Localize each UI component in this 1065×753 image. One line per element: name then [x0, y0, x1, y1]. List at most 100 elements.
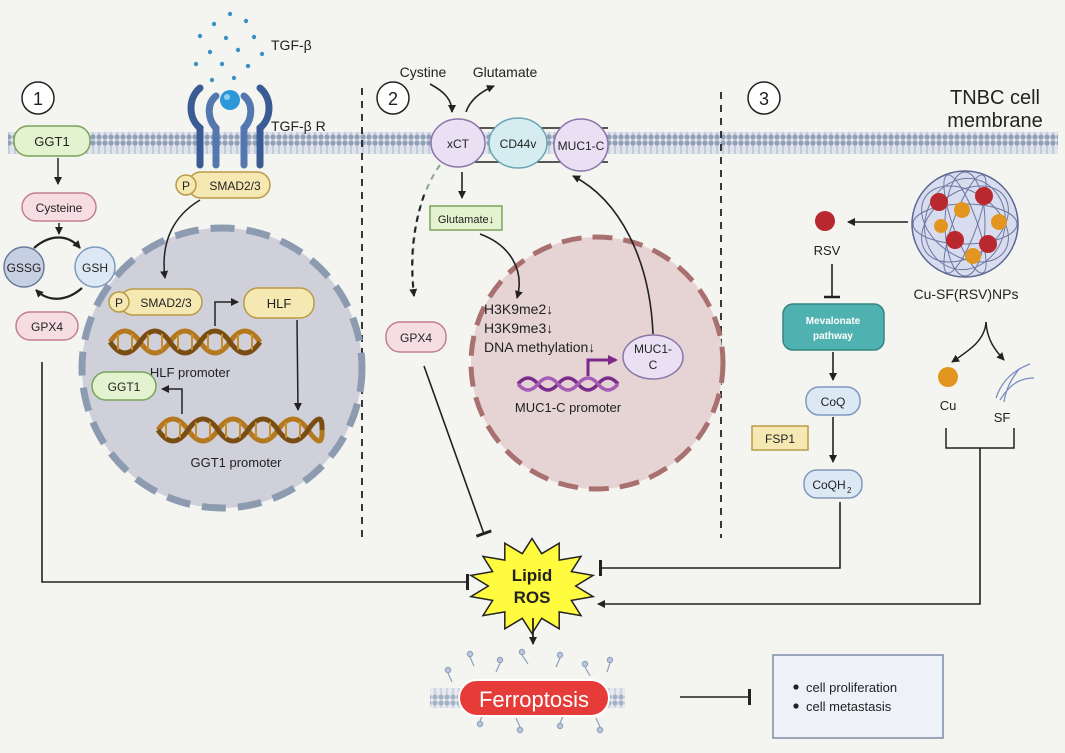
coqh2-subscript: 2 — [847, 486, 852, 495]
bullet-2 — [793, 703, 799, 709]
gsh-label: GSH — [82, 261, 108, 275]
coqh2-label: CoQH — [812, 478, 845, 492]
svg-text:P: P — [115, 296, 123, 310]
lipid-ros-burst — [468, 537, 596, 635]
phospho-nucleus — [108, 291, 130, 313]
nucleus-panel2 — [468, 234, 726, 492]
tgf-beta-receptor-label: TGF-β R — [271, 118, 326, 134]
outcome-metastasis: cell metastasis — [806, 699, 892, 714]
ggt1-promoter-dna — [155, 416, 325, 444]
cd44v-protein — [488, 117, 548, 169]
arrow-muc1c-membrane — [572, 175, 654, 335]
arrow-cu-sf-lipid-ros — [597, 448, 981, 608]
svg-text:3: 3 — [759, 89, 769, 109]
membrane-label-line2: membrane — [947, 110, 1043, 132]
ferroptosis-label: Ferroptosis — [479, 687, 589, 712]
arrow-np-cu — [951, 321, 987, 363]
cysteine-box — [21, 192, 97, 222]
xct-transporter — [430, 118, 486, 168]
mevalonate-pathway-box — [782, 303, 885, 351]
tgf-beta-particles — [193, 11, 265, 83]
gsh-circle — [74, 246, 116, 288]
svg-text:P: P — [182, 179, 190, 193]
rsv-particle — [815, 211, 835, 231]
ferroptosis-box — [458, 679, 610, 717]
bullet-1 — [793, 684, 799, 690]
coq-box — [805, 386, 861, 416]
arrow-glutamate-epigenetic — [479, 233, 523, 299]
dna-methylation-label: DNA methylation↓ — [484, 339, 595, 355]
smad23-nucleus-label: SMAD2/3 — [140, 296, 192, 310]
cysteine-label: Cysteine — [36, 201, 83, 215]
phospho-membrane — [175, 174, 197, 196]
muc1c-promoter-dna — [516, 376, 620, 392]
arrow-gsh-gssg — [35, 287, 83, 300]
cystine-label: Cystine — [400, 64, 447, 80]
sf-fibers — [995, 363, 1035, 403]
arrow-ggt1-promoter-ggt1 — [161, 385, 183, 414]
outcomes-box — [772, 654, 944, 739]
muc1c-nucleus-line2: C — [649, 358, 658, 372]
membrane-label-line1: TNBC cell — [950, 87, 1040, 109]
muc1c-nucleus-protein — [622, 334, 684, 380]
section-number-2: 2 — [376, 81, 410, 115]
smad23-membrane-label: SMAD2/3 — [209, 179, 261, 193]
rsv-label: RSV — [814, 243, 841, 258]
tgf-beta-label: TGF-β — [271, 37, 312, 53]
muc1c-promoter-label: MUC1-C promoter — [515, 400, 622, 415]
cu-sf-rsv-nanoparticle — [911, 170, 1019, 278]
arrow-cystine-in — [429, 83, 456, 113]
arrow-glutamate-out — [465, 85, 495, 113]
mevalonate-line2: pathway — [813, 331, 853, 342]
muc1c-nucleus-line1: MUC1- — [634, 342, 672, 356]
fsp1-box — [751, 425, 809, 451]
tgf-beta-receptor — [187, 84, 273, 169]
gpx4-box-left — [15, 311, 79, 341]
gssg-circle — [3, 246, 45, 288]
dashed-xct-gpx4-a — [411, 164, 441, 295]
gpx4-middle-label: GPX4 — [400, 331, 432, 345]
section-number-1: 1 — [21, 81, 55, 115]
dashed-arrow-xct-gpx4 — [409, 194, 425, 297]
muc1c-transcription-arrow — [586, 355, 618, 376]
hlf-promoter-dna — [107, 328, 263, 356]
arrow-np-sf — [985, 321, 1005, 361]
hlf-promoter-label: HLF promoter — [150, 365, 231, 380]
section-number-3: 3 — [747, 81, 781, 115]
ggt1-nucleus-label: GGT1 — [108, 380, 141, 394]
gpx4-left-label: GPX4 — [31, 320, 63, 334]
ggt1-nucleus-box — [91, 371, 157, 401]
ggt1-membrane-label: GGT1 — [34, 134, 69, 149]
cd44v-label: CD44v — [500, 137, 537, 151]
arrow-smad-nucleus — [160, 199, 201, 279]
cu-particle — [938, 367, 958, 387]
mevalonate-line1: Mevalonate — [806, 316, 861, 327]
outcome-proliferation: cell proliferation — [806, 680, 897, 695]
arrow-gssg-gsh — [33, 236, 81, 249]
cu-label: Cu — [940, 398, 957, 413]
glutamate-down-box — [429, 205, 503, 231]
h3k9me3-label: H3K9me3↓ — [484, 320, 553, 336]
ggt1-promoter-label: GGT1 promoter — [190, 455, 282, 470]
arrow-hlf-ggt1-promoter — [293, 319, 302, 411]
lipid-ros-line1: Lipid — [512, 566, 553, 585]
xct-label: xCT — [447, 137, 470, 151]
coq-label: CoQ — [821, 395, 846, 409]
nanoparticle-label: Cu-SF(RSV)NPs — [913, 286, 1018, 302]
gssg-label: GSSG — [7, 261, 42, 275]
hlf-label: HLF — [267, 296, 292, 311]
inhibit-coqh2-lipid-ros — [599, 502, 841, 576]
h3k9me2-label: H3K9me2↓ — [484, 301, 553, 317]
arrow-hlf-promoter-hlf — [214, 298, 239, 326]
glutamate-label: Glutamate — [473, 64, 538, 80]
glutamate-down-label: Glutamate↓ — [438, 214, 494, 226]
cu-sf-bracket — [945, 428, 1015, 449]
ggt1-membrane-box — [13, 125, 91, 157]
svg-text:2: 2 — [388, 89, 398, 109]
muc1c-membrane-label: MUC1-C — [558, 139, 605, 153]
coqh2-box — [803, 469, 863, 499]
svg-text:1: 1 — [33, 89, 43, 109]
hlf-box — [243, 287, 315, 319]
